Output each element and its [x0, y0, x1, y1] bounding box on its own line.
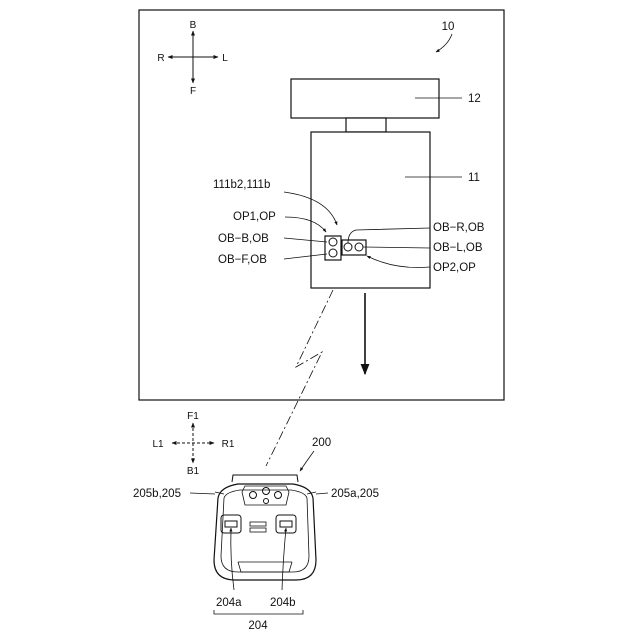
ref-205a-leader — [316, 493, 328, 494]
compass-bottom: F1 B1 L1 R1 — [152, 411, 234, 477]
ob-b-label: OB−B,OB — [218, 233, 269, 245]
ref-204-bracket — [214, 610, 303, 614]
ref-205a-label: 205a,205 — [331, 488, 379, 500]
ref-unit-label: 12 — [468, 93, 481, 105]
ref-204-label: 204 — [248, 620, 268, 632]
ref-sensor-label: 111b2,111b — [213, 179, 270, 191]
op2-label: OP2,OP — [433, 262, 476, 274]
compass-l1-label: L1 — [152, 439, 164, 450]
op1-sensor-pair — [325, 236, 341, 260]
compass-b-label: B — [190, 20, 197, 31]
ref-205b-label: 205b,205 — [133, 488, 181, 500]
ref-system-label: 10 — [442, 21, 455, 33]
ref-204b-label: 204b — [270, 597, 296, 609]
ref-controller-arrow — [300, 451, 314, 471]
ob-l-label: OB−L,OB — [433, 242, 483, 254]
body-11 — [311, 132, 430, 288]
op1-label: OP1,OP — [233, 211, 276, 223]
ref-204a-label: 204a — [216, 597, 242, 609]
ref-controller-label: 200 — [312, 437, 331, 449]
compass-r-label: R — [157, 53, 164, 64]
ref-body-label: 11 — [468, 172, 480, 184]
controller-antenna-bracket — [232, 475, 298, 482]
remote-controller — [214, 475, 316, 580]
ob-r-label: OB−R,OB — [433, 222, 485, 234]
ref-205b-leader — [190, 493, 215, 494]
compass-f-label: F — [190, 86, 196, 97]
op2-sensor-pair — [342, 240, 366, 255]
compass-b1-label: B1 — [187, 466, 200, 477]
compass-r1-label: R1 — [222, 439, 235, 450]
compass-l-label: L — [222, 53, 228, 64]
ob-f-label: OB−F,OB — [218, 254, 267, 266]
compass-f1-label: F1 — [187, 411, 199, 422]
unit-12 — [291, 79, 439, 118]
connector — [346, 118, 386, 132]
